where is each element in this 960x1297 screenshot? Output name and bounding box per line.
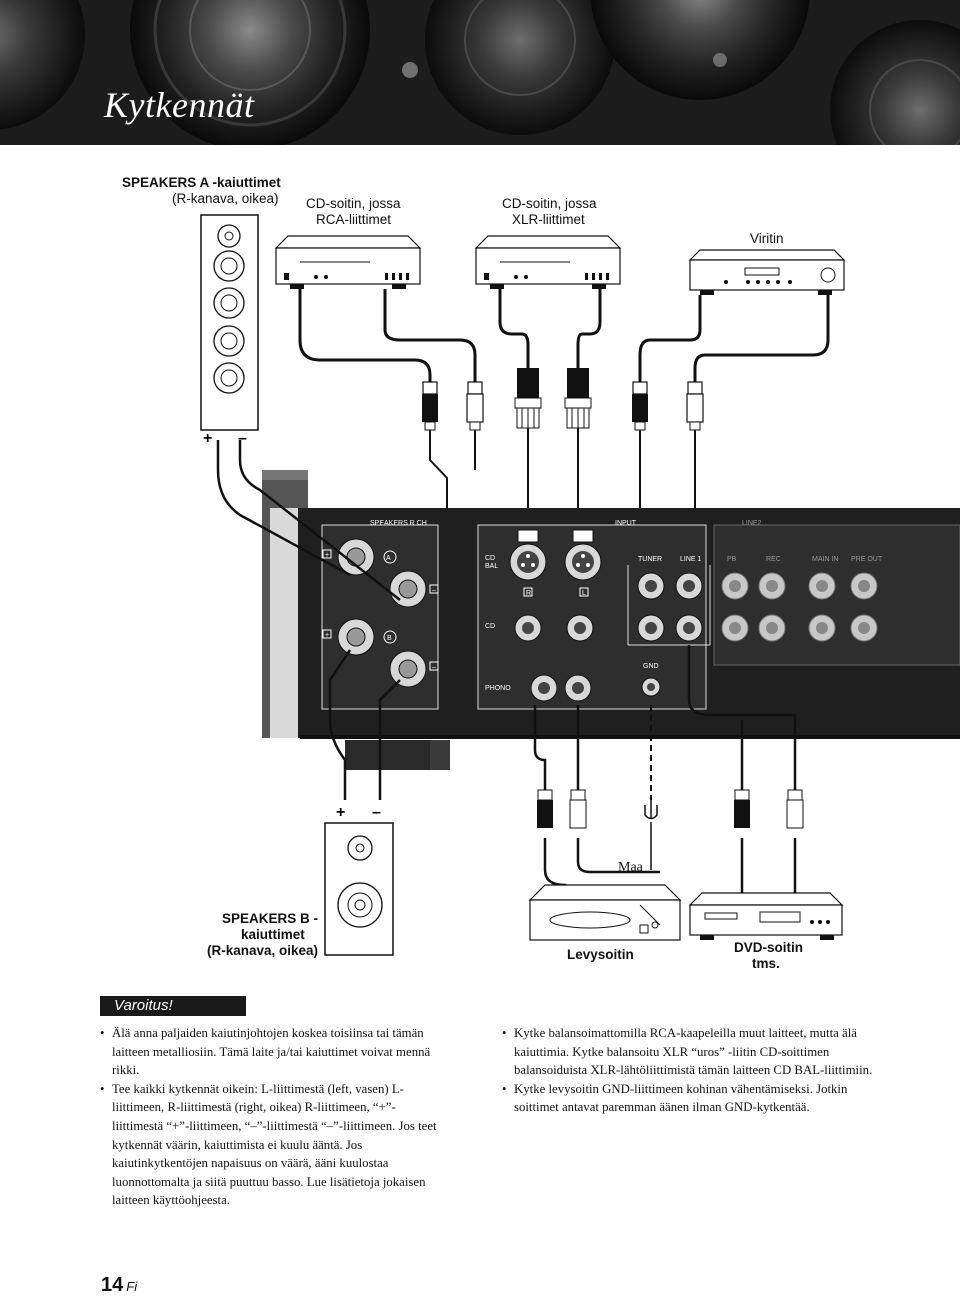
warning-heading-box: Varoitus! bbox=[100, 996, 246, 1016]
panel-l-label: L bbox=[582, 590, 586, 597]
speakers-b-label-3: (R-kanava, oikea) bbox=[207, 943, 319, 958]
warning-title: Varoitus! bbox=[114, 997, 173, 1014]
svg-text:–: – bbox=[432, 664, 436, 671]
panel-b-label: B bbox=[387, 635, 392, 642]
panel-line1-label: LINE 1 bbox=[680, 556, 702, 563]
lower-rca-plugs bbox=[537, 789, 804, 829]
panel-speakers-label: SPEAKERS R CH bbox=[370, 520, 427, 527]
panel-cd-bal-label-1: CD bbox=[485, 555, 495, 562]
speaker-b-wires bbox=[328, 649, 401, 800]
speaker-a-minus: – bbox=[238, 430, 247, 447]
page-language: Fi bbox=[126, 1279, 138, 1294]
page-title: Kytkennät bbox=[104, 85, 255, 125]
panel-phono-label: PHONO bbox=[485, 685, 511, 692]
panel-input-label: INPUT bbox=[615, 520, 637, 527]
panel-main-in-label: MAIN IN bbox=[812, 556, 838, 563]
speakers-a-sub-label: (R-kanava, oikea) bbox=[172, 191, 279, 206]
cd-rca-label-1: CD-soitin, jossa bbox=[306, 196, 401, 211]
cd-player-rca-icon bbox=[274, 235, 422, 289]
turntable-icon bbox=[528, 884, 682, 941]
svg-text:+: + bbox=[325, 632, 329, 639]
panel-gnd-label: GND bbox=[643, 663, 659, 670]
xlr-jack-icons bbox=[509, 529, 602, 581]
dvd-label-1: DVD-soitin bbox=[734, 940, 803, 955]
speaker-b-plus: + bbox=[336, 804, 345, 821]
dvd-label-2: tms. bbox=[752, 956, 780, 971]
cd-xlr-label-1: CD-soitin, jossa bbox=[502, 196, 597, 211]
svg-text:–: – bbox=[432, 587, 436, 594]
amplifier-rear-panel: SPEAKERS R CH INPUT LINE2 + – + – A B CD… bbox=[262, 470, 960, 739]
panel-pb-label: PB bbox=[727, 556, 737, 563]
cd-xlr-label-2: XLR-liittimet bbox=[512, 212, 585, 227]
speaker-photo-background bbox=[0, 0, 960, 145]
panel-rec-label: REC bbox=[766, 556, 781, 563]
page-number-value: 14 bbox=[101, 1274, 124, 1296]
panel-cd-bal-label-2: BAL bbox=[485, 563, 498, 570]
turntable-label: Levysoitin bbox=[567, 947, 634, 962]
rca-plug-icons bbox=[422, 381, 704, 442]
warning-item-3: Kytke balansoimattomilla RCA-kaapeleilla… bbox=[502, 1024, 887, 1080]
speaker-a-plus: + bbox=[203, 430, 212, 447]
lower-cables bbox=[533, 645, 797, 900]
speaker-b-minus: – bbox=[372, 804, 381, 821]
speakers-b-label-1: SPEAKERS B - bbox=[222, 911, 319, 926]
cd-player-xlr-icon bbox=[474, 235, 622, 289]
panel-pre-out-label: PRE OUT bbox=[851, 556, 883, 563]
dvd-player-icon bbox=[688, 892, 844, 940]
panel-line2-label: LINE2 bbox=[742, 520, 762, 527]
panel-r-label: R bbox=[526, 590, 531, 597]
header-banner: Kytkennät bbox=[0, 0, 960, 145]
speakers-a-label: SPEAKERS A -kaiuttimet bbox=[122, 175, 281, 190]
panel-cd-label: CD bbox=[485, 623, 495, 630]
speaker-terminal-icons bbox=[337, 538, 427, 688]
source-cables bbox=[298, 289, 830, 382]
panel-tuner-label: TUNER bbox=[638, 556, 662, 563]
speakers-b-label-2: kaiuttimet bbox=[241, 927, 305, 942]
cd-rca-label-2: RCA-liittimet bbox=[316, 212, 392, 227]
warning-left-column: Älä anna paljaiden kaiutinjohtojen koske… bbox=[100, 1024, 445, 1210]
ground-label: Maa bbox=[618, 860, 643, 875]
panel-a-label: A bbox=[386, 555, 391, 562]
warning-item-1: Älä anna paljaiden kaiutinjohtojen koske… bbox=[100, 1024, 445, 1080]
connection-diagram: SPEAKERS R CH INPUT LINE2 + – + – A B CD… bbox=[0, 145, 960, 985]
tuner-icon bbox=[688, 249, 846, 295]
tuner-label: Viritin bbox=[750, 231, 784, 246]
wiring-illustration: SPEAKERS R CH INPUT LINE2 + – + – A B CD… bbox=[200, 214, 960, 956]
warning-right-column: Kytke balansoimattomilla RCA-kaapeleilla… bbox=[502, 1024, 887, 1117]
rca-jack-icons bbox=[514, 572, 878, 702]
warning-item-4: Kytke levysoitin GND-liittimeen kohinan … bbox=[502, 1080, 887, 1117]
svg-text:+: + bbox=[325, 552, 329, 559]
xlr-plug-icons bbox=[514, 368, 592, 429]
speaker-a-icon bbox=[200, 214, 259, 431]
speaker-b-icon bbox=[324, 740, 450, 956]
warning-item-2: Tee kaikki kytkennät oikein: L-liittimes… bbox=[100, 1080, 445, 1210]
speaker-a-wires bbox=[216, 440, 401, 601]
